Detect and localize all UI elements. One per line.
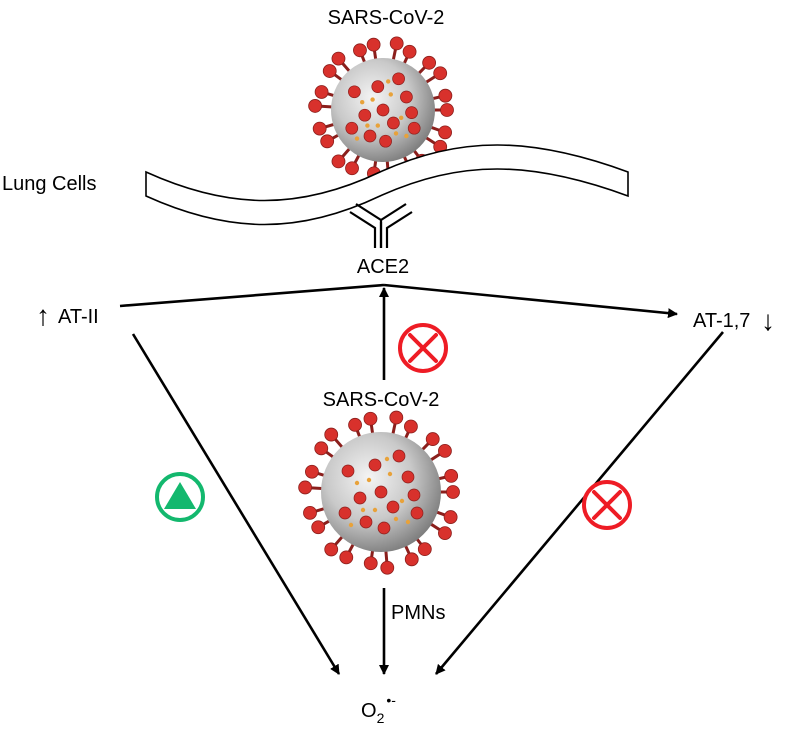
- superoxide-superscript: •-: [386, 692, 396, 708]
- pmns-label: PMNs: [391, 602, 446, 624]
- superoxide-subscript: 2: [376, 710, 385, 726]
- ace2-label: ACE2: [356, 256, 410, 278]
- at-ii-label: AT-II: [58, 306, 99, 328]
- inhibition-symbol-center: [398, 323, 448, 373]
- at-17-label: AT-1,7: [693, 310, 751, 332]
- ace2-to-at17-arrow: [383, 283, 678, 319]
- at-ii-to-ace2-line: [119, 283, 385, 308]
- inhibition-symbol-right: [582, 480, 632, 530]
- lung-cell-membrane: [145, 144, 629, 226]
- activation-symbol-left: [155, 472, 205, 522]
- sars-cov-2-virus-center-icon: [298, 410, 460, 575]
- superoxide-label: O2•-: [361, 688, 396, 730]
- virus-top-label: SARS-CoV-2: [327, 7, 445, 29]
- at-ii-increase-arrow-icon: ↑: [36, 300, 50, 331]
- at-ii-to-superoxide-arrow: [131, 333, 341, 675]
- lung-cells-label: Lung Cells: [2, 173, 97, 195]
- superoxide-base: O: [361, 700, 377, 722]
- virus-center-label: SARS-CoV-2: [322, 389, 440, 411]
- at17-to-superoxide-arrow: [435, 331, 724, 675]
- at-17-decrease-arrow-icon: ↓: [761, 305, 775, 336]
- ace2-receptor-icon: [349, 203, 413, 248]
